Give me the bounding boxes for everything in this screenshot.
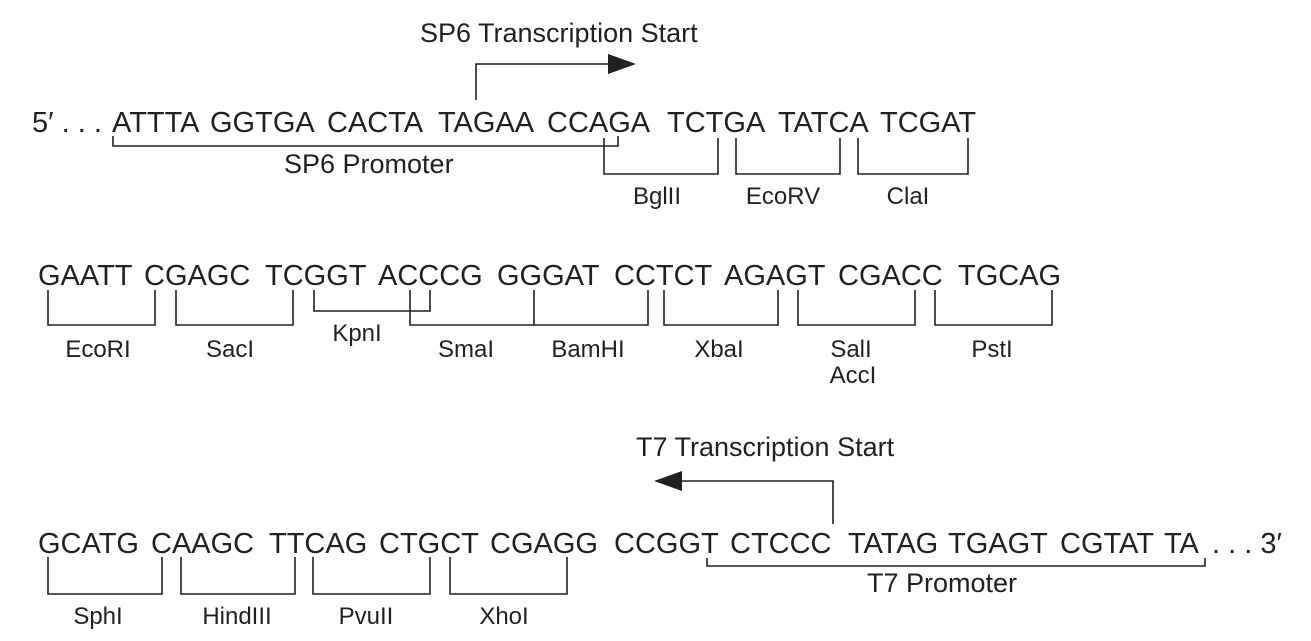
sp6-promoter-bracket xyxy=(112,136,619,147)
seq-group: GGTGA xyxy=(210,107,315,139)
bracket-clai xyxy=(857,138,969,175)
bracket-ecori xyxy=(47,290,156,326)
bracket-psti xyxy=(934,290,1053,326)
t7-promoter-bracket xyxy=(706,558,1206,567)
bracket-saci xyxy=(175,290,294,326)
t7-start-arrow xyxy=(680,480,834,524)
t7-arrowhead xyxy=(654,471,682,491)
site-label-ecorv: EcoRV xyxy=(745,183,821,210)
seq-group: CGACC xyxy=(838,260,943,292)
three-prime-end: . . . 3′ xyxy=(1212,528,1282,560)
seq-group: TCGAT xyxy=(880,107,977,139)
seq-group: GCATG xyxy=(38,528,139,560)
five-prime-end: 5′ . . . xyxy=(32,107,102,139)
bracket-kpni xyxy=(313,290,431,312)
bracket-smai xyxy=(409,290,534,326)
sp6-start-arrow xyxy=(475,63,610,100)
bracket-bamhi xyxy=(533,290,649,326)
site-label-kpni: KpnI xyxy=(332,320,382,347)
seq-group: GGGAT xyxy=(497,260,600,292)
t7-promoter-label: T7 Promoter xyxy=(867,568,1018,598)
seq-group: CAAGC xyxy=(151,528,255,560)
site-label-xhoi: XhoI xyxy=(479,603,529,630)
bracket-sphi xyxy=(47,557,163,595)
seq-group: TATAG xyxy=(848,528,939,560)
site-label-acci: AccI xyxy=(829,362,877,389)
seq-group: GAATT xyxy=(38,260,133,292)
bracket-xbai xyxy=(663,290,779,326)
site-label-pvuii: PvuII xyxy=(338,603,394,630)
bracket-hindiii xyxy=(180,557,296,595)
seq-group: CCAGA xyxy=(547,107,651,139)
bracket-ecorv xyxy=(735,138,841,175)
sp6-promoter-label: SP6 Promoter xyxy=(284,149,454,179)
seq-group: TGCAG xyxy=(958,260,1062,292)
site-label-xbai: XbaI xyxy=(694,336,744,363)
site-label-saci: SacI xyxy=(205,336,255,363)
bracket-pvuii xyxy=(312,557,431,595)
seq-group: CCGGT xyxy=(614,528,719,560)
seq-group: CGAGC xyxy=(144,260,251,292)
seq-group: TAGAA xyxy=(438,107,535,139)
bracket-bglii xyxy=(603,138,719,175)
seq-group: CGTAT xyxy=(1060,528,1154,560)
seq-group: CTGCT xyxy=(379,528,479,560)
site-label-sphi: SphI xyxy=(73,603,123,630)
seq-group: TGAGT xyxy=(948,528,1048,560)
site-label-bamhi: BamHI xyxy=(551,336,625,363)
seq-group: CCTCT xyxy=(614,260,713,292)
site-label-hindiii: HindIII xyxy=(202,603,272,630)
seq-group: CACTA xyxy=(327,107,424,139)
site-label-clai: ClaI xyxy=(886,183,930,210)
seq-group: TCGGT xyxy=(265,260,367,292)
seq-group: TA xyxy=(1164,528,1199,560)
seq-group: ATTTA xyxy=(112,107,200,139)
seq-group: TTCAG xyxy=(269,528,368,560)
t7-transcription-start-label: T7 Transcription Start xyxy=(636,432,895,462)
seq-group: TCTGA xyxy=(667,107,766,139)
seq-group: AGAGT xyxy=(724,260,826,292)
seq-group: CTCCC xyxy=(730,528,832,560)
site-label-ecori: EcoRI xyxy=(65,336,131,363)
sp6-transcription-start-label: SP6 Transcription Start xyxy=(420,18,698,48)
seq-group: TATCA xyxy=(778,107,869,139)
seq-group: CGAGG xyxy=(490,528,598,560)
site-label-sali: SalI xyxy=(830,336,872,363)
site-label-smai: SmaI xyxy=(437,336,495,363)
sp6-arrowhead xyxy=(608,54,636,74)
site-label-bglii: BglII xyxy=(632,183,682,210)
site-label-psti: PstI xyxy=(971,336,1013,363)
bracket-sali xyxy=(797,290,916,326)
seq-group: ACCCG xyxy=(378,260,483,292)
bracket-xhoi xyxy=(449,557,568,595)
